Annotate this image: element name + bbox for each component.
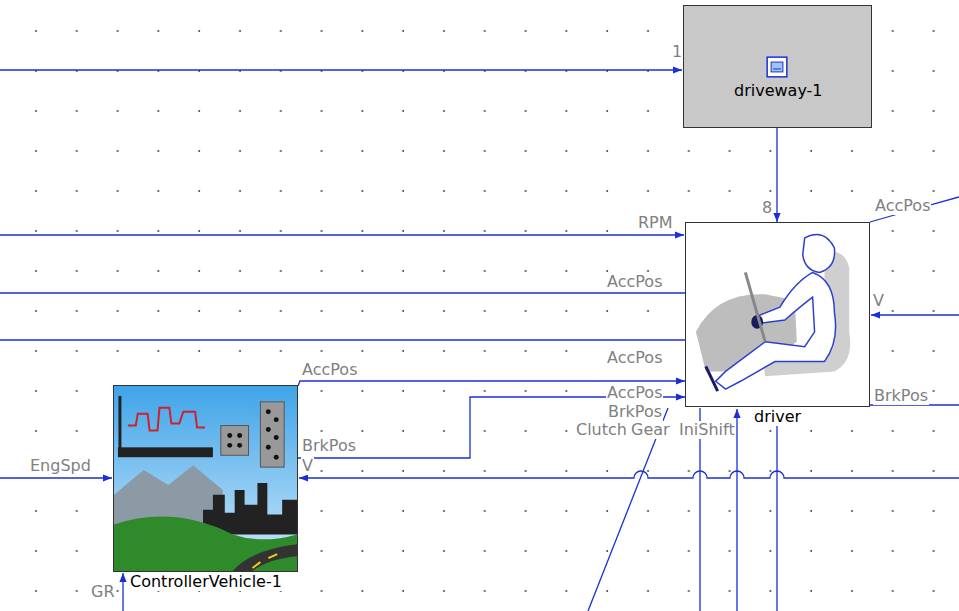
signal-name: AccPos [606, 349, 663, 367]
signal-name: IniShift [678, 421, 736, 439]
signal-name: AccPos [606, 273, 663, 291]
signal-name: V [872, 292, 885, 310]
signal-name: BrkPos [301, 437, 357, 455]
signal-name: RPM [637, 214, 674, 232]
controller-block: ControllerVehicle-1 [113, 385, 298, 572]
signal-name: BrkPos [607, 403, 663, 421]
signal-name: BrkPos [873, 387, 929, 405]
signal-name: AccPos [606, 384, 663, 402]
port-number: 8 [761, 199, 773, 217]
driver-block: driver [685, 222, 870, 407]
signal-connector [776, 128, 777, 222]
block-outline: driveway-1 [683, 5, 872, 128]
signal-name: GR [90, 583, 116, 601]
signal-connector [298, 397, 685, 458]
free-wires [0, 70, 959, 611]
signal-name: Gear [630, 421, 671, 439]
block-icon [114, 386, 297, 571]
signal-name: AccPos [301, 361, 358, 379]
block-icon [686, 223, 869, 406]
block-outline [685, 222, 870, 407]
signal-name: V [301, 457, 314, 475]
block-name: ControllerVehicle-1 [129, 573, 283, 591]
submodel-box: driveway-1 [683, 5, 872, 128]
signal-name: Clutch [575, 421, 628, 439]
signal-name: AccPos [874, 197, 931, 215]
signal-name: EngSpd [29, 457, 92, 475]
port-number: 1 [671, 43, 683, 61]
block-outline [113, 385, 298, 572]
block-name: driver [753, 408, 802, 426]
block-name: driveway-1 [734, 81, 823, 100]
block-icon [684, 6, 871, 127]
